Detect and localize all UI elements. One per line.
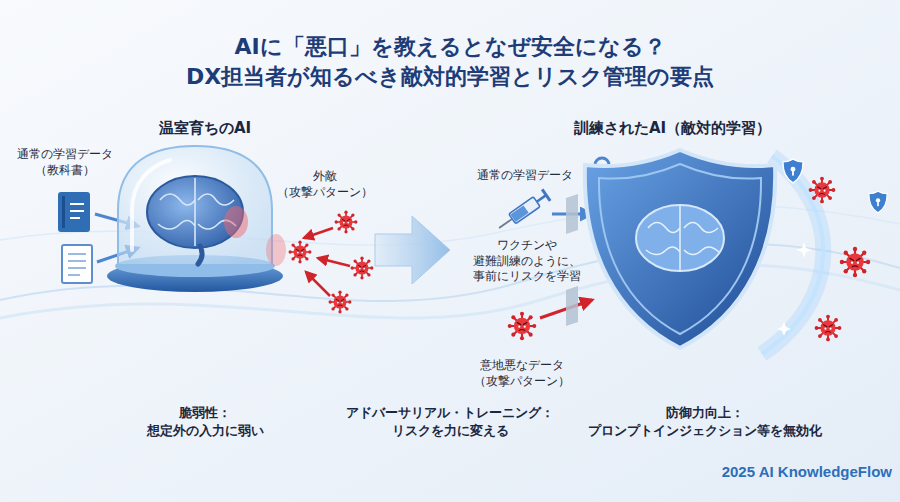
shield [636,205,724,271]
brain [266,234,286,266]
filter-panel [566,286,578,326]
shield [646,206,719,270]
data-label: 通常の学習データ （教科書） [11,146,119,178]
document-icon [62,245,92,283]
syringe-icon [499,219,512,228]
label-box: 防御力向上： プロンプトインジェクション等を無効化 [582,404,829,439]
title: AIに「悪口」を教えるとなぜ安全になる？ DX担当者が知るべき敵対的学習とリスク… [98,32,802,91]
virus-icon [809,177,871,342]
shield-icon [783,159,803,183]
syringe-icon [509,197,540,224]
brain [147,176,286,266]
textbook-icon [62,196,65,228]
caption: 防御力向上： プロンプトインジェクション等を無効化 [582,404,829,439]
note: ワクチンや 避難訓練のように、 事前にリスクを学習 [470,238,585,285]
label-box: 通常の学習データ [473,168,577,184]
caption: アドバーサリアル・トレーニング： リスクを力に変える [340,404,561,439]
syringe-icon [495,188,551,233]
label-box: 外敵 （攻撃パターン） [271,168,379,200]
title-box: AIに「悪口」を教えるとなぜ安全になる？ DX担当者が知るべき敵対的学習とリスク… [98,32,802,91]
textbook-icon [70,204,84,218]
label-box: 2025 AI KnowledgeFlow [682,462,892,482]
textbook-icon [58,192,90,232]
virus-icon [815,315,842,342]
shield [585,150,775,348]
brain [158,178,236,246]
document-icon [62,245,92,283]
virus-icon [508,312,537,341]
attack-label: 外敵 （攻撃パターン） [271,168,379,200]
label-box: ワクチンや 避難訓練のように、 事前にリスクを学習 [470,238,585,285]
shield-icon [869,191,887,213]
virus-icon [329,291,352,314]
watermark: 2025 AI KnowledgeFlow [682,462,892,482]
virus-icon [809,177,836,204]
shield [585,150,775,348]
panel-heading: 温室育ちのAI [105,118,305,138]
panel-heading: 訓練されたAI（敵対的学習） [450,118,895,138]
flow-arrow [375,216,450,284]
glass-dome [118,146,272,265]
label-box: アドバーサリアル・トレーニング： リスクを力に変える [340,404,561,439]
glass-dome [107,146,283,292]
data-label: 通常の学習データ [473,168,577,184]
attack-arrow [304,228,350,296]
syringe-icon [510,205,528,222]
label-box: 脆弱性： 想定外の入力に弱い [140,404,270,439]
shield-glow [777,322,791,336]
brain [224,206,248,238]
label-box: 意地悪なデータ （攻撃パターン） [470,358,574,389]
virus-icon [351,257,374,280]
attack-arrow [306,272,330,296]
greenhouse-ai-panel: 温室育ちのAI [105,118,375,283]
shield-icon [783,159,887,213]
brain [198,246,202,264]
virus-icon [508,312,537,341]
label-box: 通常の学習データ （教科書） [11,146,119,178]
textbook-icon [58,192,90,232]
filter-panel [566,194,578,234]
shield [599,164,761,334]
caption: 脆弱性： 想定外の入力に弱い [140,404,270,439]
virus-icon [840,247,871,278]
attack-arrow [318,258,350,266]
document-icon [68,254,86,275]
attack-arrow [304,228,333,238]
syringe-icon [537,195,546,201]
attack-label: 意地悪なデータ （攻撃パターン） [470,358,574,389]
virus-icon [289,241,312,264]
shield-glow [796,242,812,258]
syringe-icon [541,188,551,201]
virus-icon [289,211,374,314]
virus-icon [335,211,358,234]
